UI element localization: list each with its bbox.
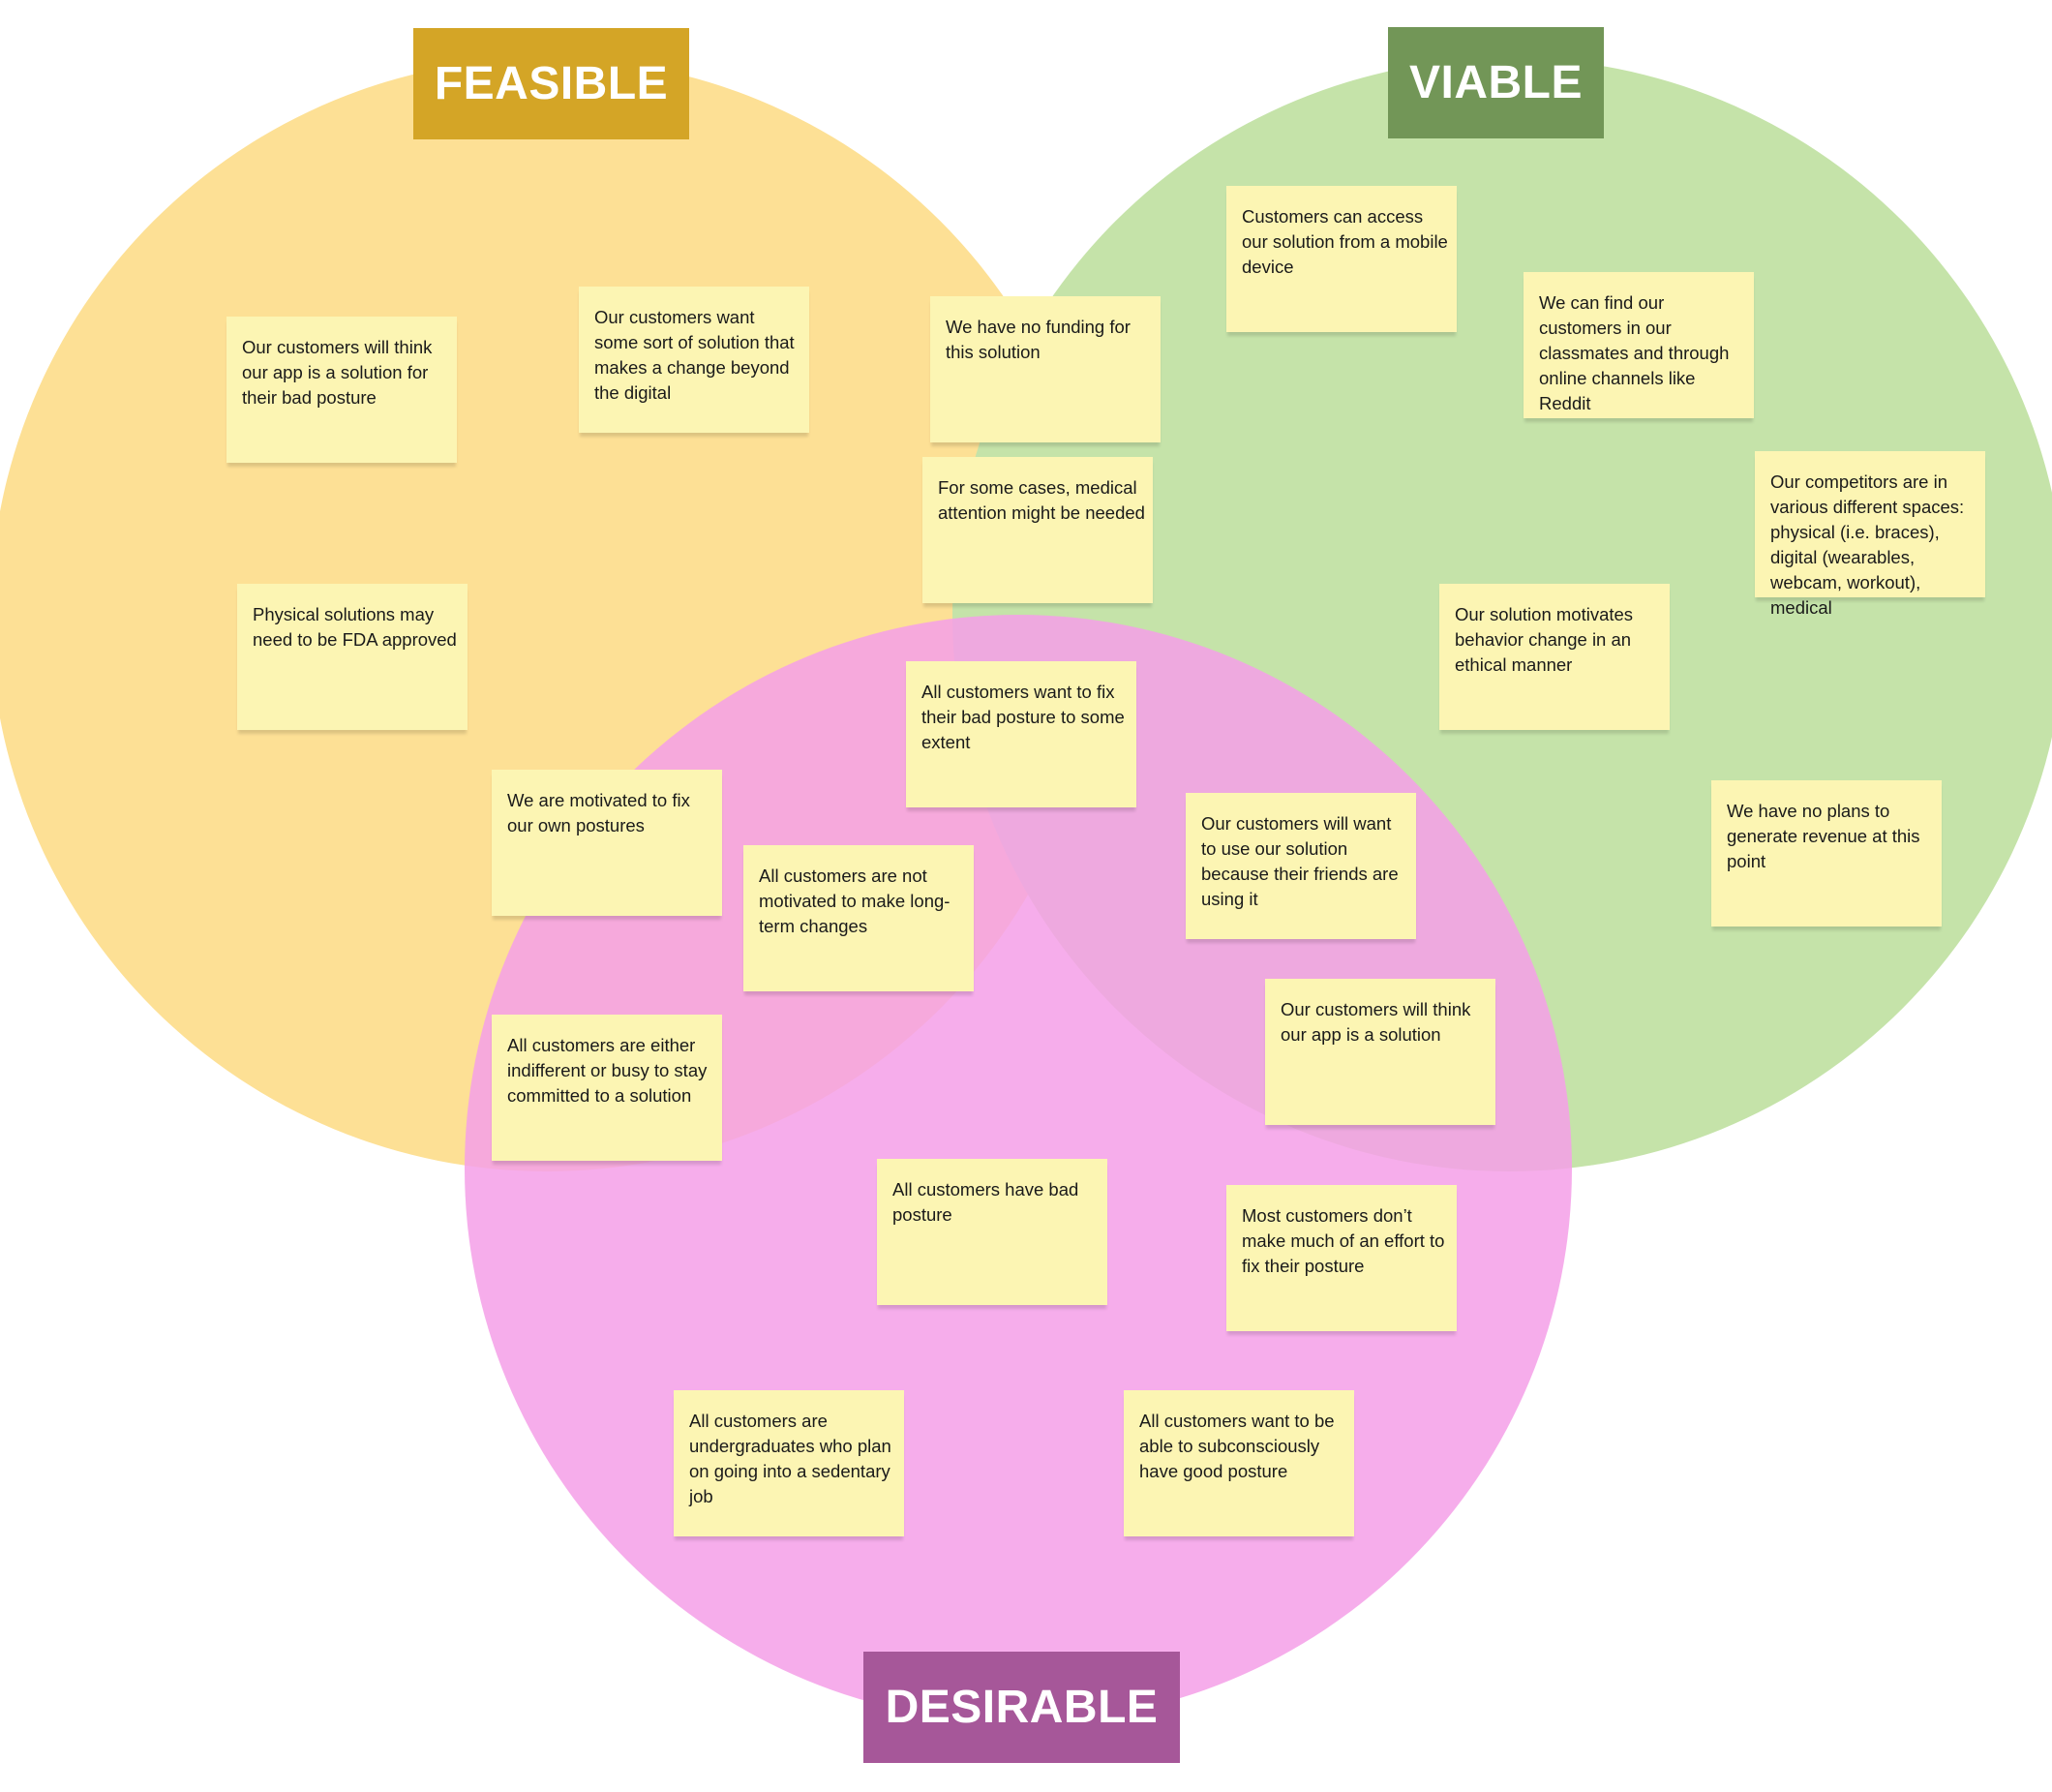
desirable-label: DESIRABLE — [863, 1652, 1180, 1763]
sticky-note[interactable]: Our customers will think our app is a so… — [226, 317, 457, 463]
sticky-note[interactable]: We are motivated to fix our own postures — [492, 770, 722, 916]
sticky-note[interactable]: For some cases, medical attention might … — [922, 457, 1153, 603]
sticky-note[interactable]: Customers can access our solution from a… — [1226, 186, 1457, 332]
sticky-note[interactable]: We can find our customers in our classma… — [1524, 272, 1754, 418]
viable-label: VIABLE — [1388, 27, 1604, 138]
sticky-note[interactable]: Most customers don’t make much of an eff… — [1226, 1185, 1457, 1331]
sticky-note[interactable]: Our customers will think our app is a so… — [1265, 979, 1495, 1125]
feasible-label: FEASIBLE — [413, 28, 689, 139]
sticky-note[interactable]: All customers are not motivated to make … — [743, 845, 974, 991]
sticky-note[interactable]: All customers are either indifferent or … — [492, 1015, 722, 1161]
sticky-note[interactable]: We have no plans to generate revenue at … — [1711, 780, 1942, 926]
sticky-note[interactable]: All customers are undergraduates who pla… — [674, 1390, 904, 1536]
sticky-note[interactable]: Our customers want some sort of solution… — [579, 287, 809, 433]
sticky-note[interactable]: All customers want to fix their bad post… — [906, 661, 1136, 807]
sticky-note[interactable]: All customers have bad posture — [877, 1159, 1107, 1305]
sticky-note[interactable]: Our solution motivates behavior change i… — [1439, 584, 1670, 730]
sticky-note[interactable]: All customers want to be able to subcons… — [1124, 1390, 1354, 1536]
sticky-note[interactable]: Physical solutions may need to be FDA ap… — [237, 584, 468, 730]
sticky-note[interactable]: We have no funding for this solution — [930, 296, 1161, 442]
sticky-note[interactable]: Our competitors are in various different… — [1755, 451, 1985, 618]
sticky-note[interactable]: Our customers will want to use our solut… — [1186, 793, 1416, 939]
